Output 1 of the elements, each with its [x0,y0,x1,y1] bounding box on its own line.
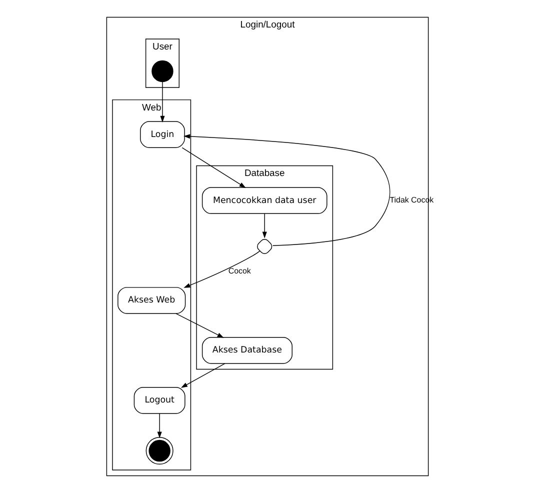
edge-label: Cocok [228,266,250,276]
